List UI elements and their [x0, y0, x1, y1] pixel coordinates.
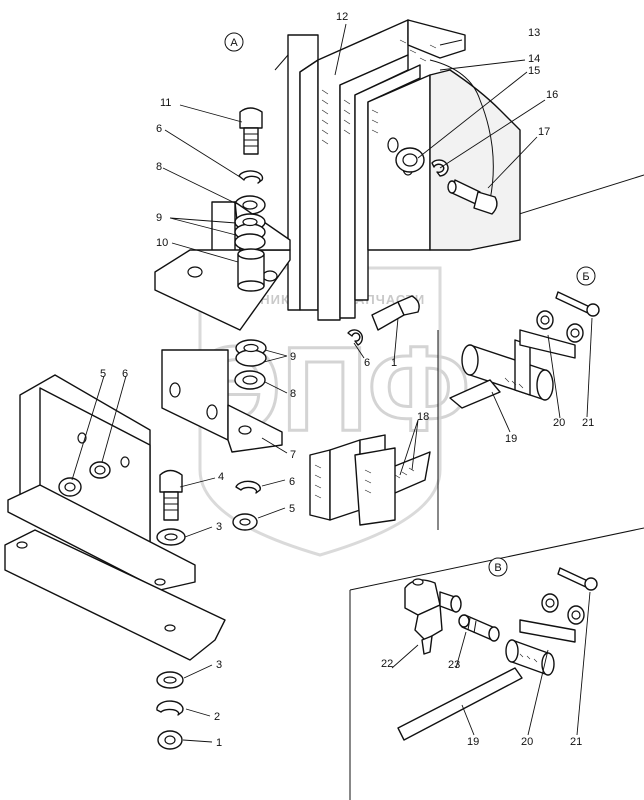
washer-15 [395, 147, 425, 173]
label-17: 17 [538, 126, 550, 138]
label-10: 10 [156, 237, 168, 249]
lock-washer-6c [235, 480, 261, 494]
spacer-stack-9a [234, 213, 266, 251]
label-6c: 6 [289, 476, 295, 488]
label-6a: 6 [156, 123, 162, 135]
label-6d: 6 [364, 357, 370, 369]
label-21b: 21 [570, 736, 582, 748]
shaft-19 [449, 339, 554, 409]
snap-ring-6d [347, 329, 364, 346]
label-8b: 8 [290, 388, 296, 400]
view-marker-b: Б [576, 266, 596, 286]
pin-21b [557, 567, 598, 591]
bushing-v [505, 639, 555, 676]
view-marker-v: В [488, 557, 508, 577]
hinge-20a [519, 310, 584, 359]
nut-1 [157, 730, 183, 750]
spacer-stack-9b [235, 339, 267, 367]
pin-21a [555, 291, 600, 317]
label-6b: 6 [122, 368, 128, 380]
label-23: 23 [448, 659, 460, 671]
label-19b: 19 [467, 736, 479, 748]
label-22: 22 [381, 658, 393, 670]
label-18: 18 [417, 411, 429, 423]
label-21a: 21 [582, 417, 594, 429]
label-9b: 9 [290, 351, 296, 363]
label-3b: 3 [216, 659, 222, 671]
leader-lines [71, 23, 593, 743]
washer-8b [234, 370, 266, 390]
label-15: 15 [528, 65, 540, 77]
view-label-a: А [230, 37, 238, 49]
valve-22 [404, 578, 462, 655]
bolt-1-center [371, 295, 420, 331]
hinge-20b [519, 593, 585, 643]
bolt-17 [447, 179, 498, 215]
view-label-v: В [494, 562, 501, 574]
label-14: 14 [528, 53, 540, 65]
bracket-7 [161, 349, 283, 453]
label-13: 13 [528, 27, 540, 39]
label-1b: 1 [391, 357, 397, 369]
base-lock-washer-6 [89, 461, 111, 479]
label-2: 2 [214, 711, 220, 723]
label-9a: 9 [156, 212, 162, 224]
label-8a: 8 [156, 161, 162, 173]
label-4: 4 [218, 471, 224, 483]
lock-washer-2 [156, 700, 184, 716]
label-20a: 20 [553, 417, 565, 429]
label-16: 16 [546, 89, 558, 101]
view-label-b: Б [582, 271, 589, 283]
nut-5 [232, 513, 258, 531]
frame-assembly [274, 19, 521, 321]
bracket-plate-upper [154, 201, 291, 331]
bushing-10 [237, 248, 265, 292]
part-labels: 12 13 14 15 16 17 11 6 8 9 10 9 8 7 5 6 … [100, 11, 594, 749]
label-1a: 1 [216, 737, 222, 749]
label-5b: 5 [289, 503, 295, 515]
bolt-4 [159, 469, 183, 521]
bolt-11 [239, 107, 263, 155]
washer-3b [156, 671, 184, 689]
washer-3a [156, 528, 186, 546]
fitting-23 [458, 614, 500, 642]
label-11: 11 [160, 97, 171, 109]
label-7: 7 [290, 449, 296, 461]
label-19a: 19 [505, 433, 517, 445]
view-marker-a: А [224, 32, 244, 52]
panel-clips-18 [309, 434, 431, 526]
label-12: 12 [336, 11, 348, 23]
label-3a: 3 [216, 521, 222, 533]
label-20b: 20 [521, 736, 533, 748]
plate-19 [397, 667, 523, 741]
base-nut-5 [58, 477, 82, 497]
snap-ring-16 [431, 159, 449, 177]
label-5a: 5 [100, 368, 106, 380]
lock-washer-6a [238, 170, 264, 184]
